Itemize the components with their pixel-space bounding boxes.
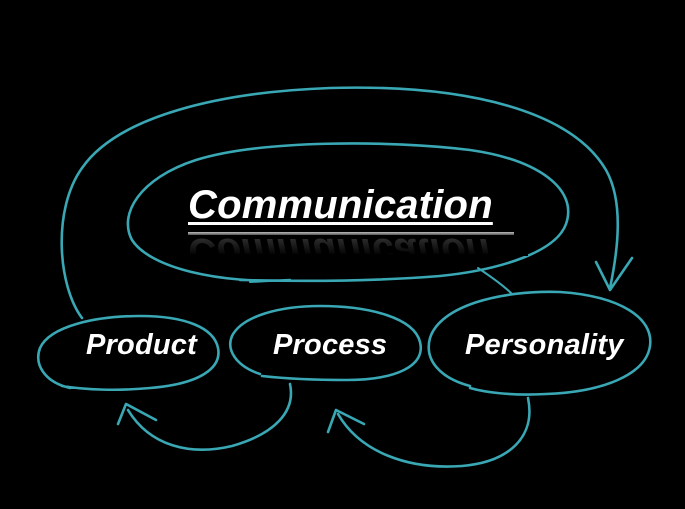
reflection-fade [188,236,528,256]
personality-to-process-arrowhead [326,408,366,434]
reflection-underline [188,232,514,235]
product-ellipse [37,314,220,392]
process-to-product-arrowhead [116,402,158,426]
process-to-product-arrow [126,382,293,451]
process-ellipse [229,304,423,382]
top-loop-arrow [60,86,620,320]
communication-ellipse [126,142,570,283]
node-process-label: Process [273,329,388,361]
top-loop-arrowhead [594,256,634,292]
node-personality-label: Personality [465,329,624,361]
communication-title-reflection: Communication [188,232,528,254]
communication-to-personality-line [477,267,513,295]
personality-to-process-arrow [336,396,531,468]
node-product-label: Product [86,329,197,361]
communication-ellipse-overlap [249,279,293,283]
personality-ellipse [427,290,652,396]
communication-title: Communication [188,183,493,227]
